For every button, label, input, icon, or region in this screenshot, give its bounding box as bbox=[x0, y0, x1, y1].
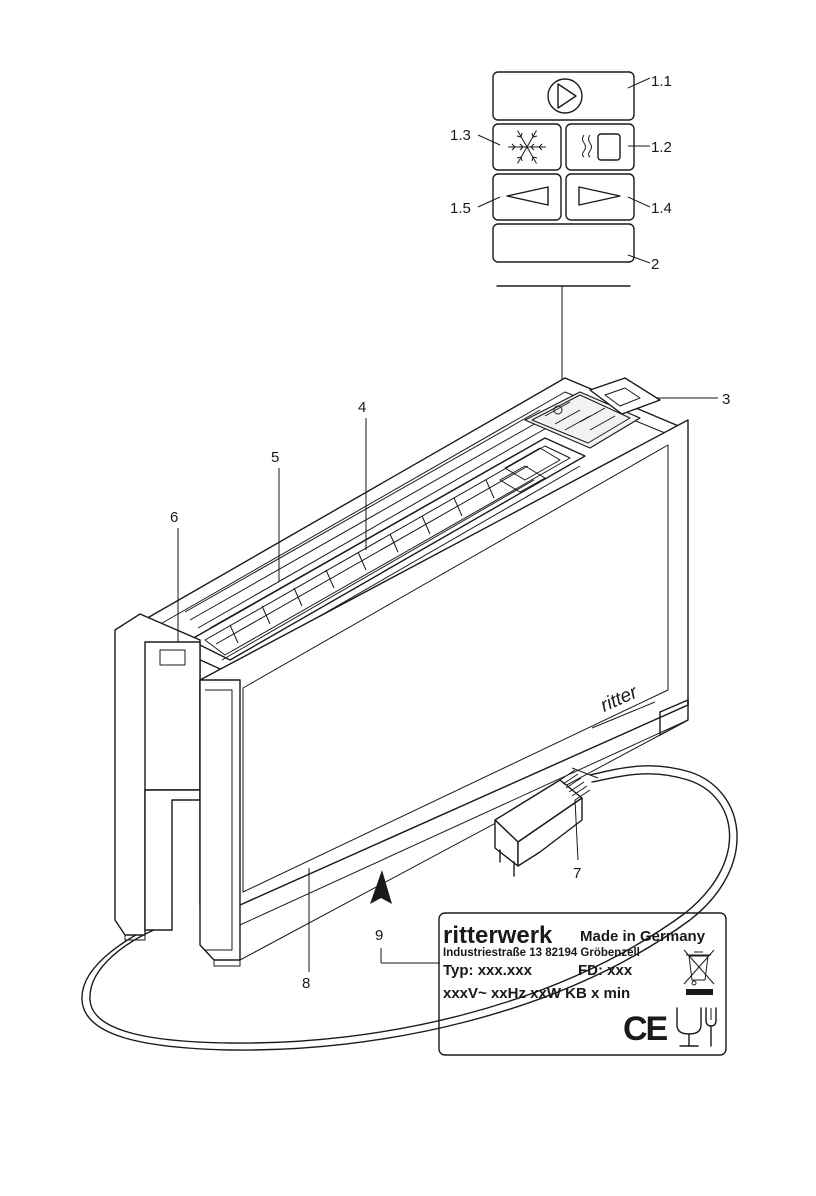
start-icon bbox=[548, 79, 582, 113]
start-button-detail bbox=[493, 72, 634, 120]
callout-8: 8 bbox=[302, 975, 310, 992]
arrow-up-icon bbox=[370, 870, 392, 904]
callout-1-2: 1.2 bbox=[651, 139, 672, 156]
rating-plate: ritterwerk Made in Germany Industriestra… bbox=[439, 913, 726, 1055]
callout-6: 6 bbox=[170, 509, 178, 526]
control-panel-detail: 1.1 1.2 1.3 1.4 1.5 2 bbox=[450, 72, 672, 414]
callout-5: 5 bbox=[271, 449, 279, 466]
toaster: ritter bbox=[115, 378, 688, 966]
right-triangle-icon bbox=[579, 187, 620, 205]
plate-address: Industriestraße 13 82194 Gröbenzell bbox=[443, 947, 640, 959]
ce-mark-icon: CE bbox=[623, 1010, 668, 1048]
plate-type: Typ: xxx.xxx bbox=[443, 962, 533, 979]
callout-7: 7 bbox=[573, 865, 581, 882]
defrost-button-detail bbox=[493, 124, 561, 170]
food-safe-icon bbox=[677, 1008, 716, 1046]
reheat-button-detail bbox=[566, 124, 634, 170]
callout-1-4: 1.4 bbox=[651, 200, 672, 217]
plate-fd: FD: xxx bbox=[578, 962, 633, 979]
decrease-button-detail bbox=[493, 174, 561, 220]
increase-button-detail bbox=[566, 174, 634, 220]
callout-2: 2 bbox=[651, 256, 659, 273]
plate-made-in: Made in Germany bbox=[580, 928, 706, 945]
snowflake-icon bbox=[508, 131, 546, 164]
callout-1-3: 1.3 bbox=[450, 127, 471, 144]
plate-ratings: xxxV~ xxHz xxW KB x min bbox=[443, 985, 630, 1002]
reheat-icon bbox=[583, 134, 621, 160]
plate-brand: ritterwerk bbox=[443, 922, 553, 949]
left-triangle-icon bbox=[507, 187, 548, 205]
callout-3: 3 bbox=[722, 391, 730, 408]
crossed-bin-icon bbox=[684, 950, 714, 995]
callout-1-1: 1.1 bbox=[651, 73, 672, 90]
display-detail bbox=[493, 224, 634, 262]
callout-4: 4 bbox=[358, 399, 366, 416]
callout-1-5: 1.5 bbox=[450, 200, 471, 217]
callout-9: 9 bbox=[375, 927, 383, 944]
